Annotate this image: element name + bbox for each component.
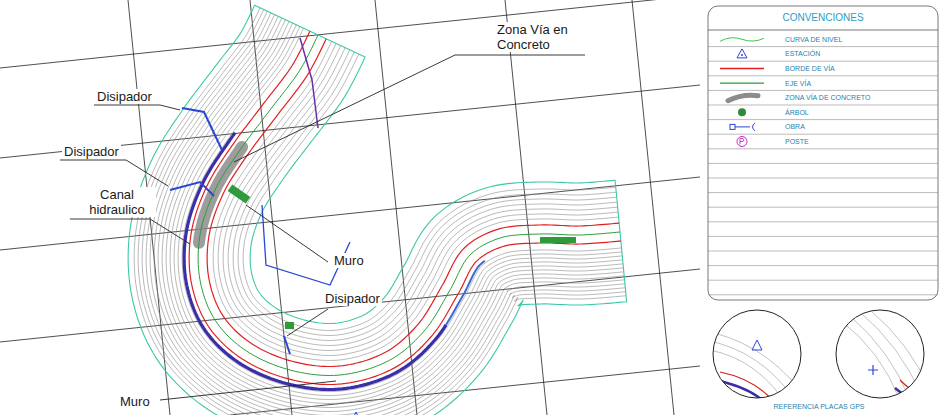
- callout-label: Disipador: [323, 291, 382, 306]
- contour-line: [158, 18, 624, 415]
- legend-row-line: [708, 178, 938, 179]
- survey-boundary: [128, 5, 626, 415]
- branch-road: [300, 38, 318, 128]
- contour-line: [154, 16, 624, 415]
- legend-swatch: [720, 68, 764, 69]
- legend-row-line: [708, 265, 938, 266]
- legend-text: ESTACIÓN: [785, 49, 820, 58]
- station-mark: [350, 412, 362, 415]
- road-axis: [198, 35, 620, 375]
- legend-row-line: [708, 294, 938, 295]
- dissipator-line: [182, 108, 222, 150]
- contour-line: [238, 52, 616, 335]
- legend-row-line: [708, 134, 938, 135]
- gps-detail: [840, 310, 930, 410]
- leader-lines: [60, 55, 585, 400]
- legend-heading: CONVENCIONES: [780, 12, 865, 24]
- dissipator-line: [170, 182, 214, 196]
- legend-row-line: [708, 163, 938, 164]
- legend-rows: [708, 38, 938, 295]
- contour-line: [233, 50, 617, 341]
- callout-label: Muro: [118, 394, 152, 409]
- legend-row-line: [708, 148, 938, 149]
- callout-label: Muro: [332, 253, 366, 268]
- callout-label: Disipador: [95, 89, 154, 104]
- legend-swatch: [737, 49, 747, 58]
- contour-lines: [134, 8, 626, 415]
- legend-row-line: [708, 90, 938, 91]
- hydraulic-canal: [184, 133, 446, 390]
- contour-line: [170, 23, 623, 403]
- contour-line: [213, 41, 618, 360]
- legend-swatch: [737, 137, 747, 147]
- legend-row-line: [708, 192, 938, 193]
- callout-label: Zona Vía en Concreto: [495, 22, 585, 52]
- legend-text: OBRA: [785, 122, 805, 131]
- legend-swatch: [728, 95, 758, 100]
- wall-mark: [228, 184, 251, 203]
- contour-line: [228, 48, 617, 346]
- legend-text: EJE VÍA: [785, 79, 811, 88]
- legend-row-line: [708, 280, 938, 281]
- road-edge: [207, 39, 619, 367]
- contour-line: [142, 11, 625, 415]
- contour-line: [138, 10, 626, 415]
- legend-row-line: [708, 61, 938, 62]
- legend-row-line: [708, 46, 938, 47]
- contour-line: [178, 27, 622, 396]
- wall-mark: [540, 237, 576, 243]
- contour-line: [218, 43, 618, 355]
- legend-text: CURVA DE NIVEL: [785, 35, 842, 44]
- legend-row-line: [708, 221, 938, 222]
- drain-line: [262, 205, 350, 285]
- legend-row-line: [708, 105, 938, 106]
- callout-label: Canal hidraulico: [78, 187, 156, 217]
- contour-line: [162, 20, 623, 412]
- legend-swatch: [720, 38, 764, 42]
- legend-row-line: [708, 251, 938, 252]
- hydraulic-canal: [446, 261, 485, 325]
- legend-row-line: [708, 75, 938, 76]
- legend-row-line: [708, 119, 938, 120]
- legend-row-line: [708, 207, 938, 208]
- legend-row-line: [708, 236, 938, 237]
- road-edge: [189, 31, 621, 384]
- callout-label: Disipador: [62, 144, 121, 159]
- contour-line: [182, 28, 621, 391]
- caption-label: REFERENCIA PLACAS GPS: [771, 402, 866, 411]
- legend-text: POSTE: [785, 137, 809, 146]
- contour-line: [243, 54, 616, 330]
- legend-text: ZONA VÍA DE CONCRETO: [785, 93, 870, 102]
- dissipator-line: [284, 336, 290, 354]
- gps-references: [700, 310, 930, 410]
- legend-swatch: [730, 123, 755, 131]
- contour-line: [134, 8, 626, 415]
- wall-mark: [285, 322, 294, 329]
- contour-line: [166, 21, 623, 407]
- legend-text: ÁRBOL: [785, 108, 809, 117]
- contour-line: [174, 25, 622, 400]
- coordinate-grid: [0, 0, 700, 415]
- legend-swatch: [720, 83, 764, 84]
- legend-panel: [708, 6, 938, 300]
- legend-swatch: [738, 108, 746, 116]
- legend-text: BORDE DE VÍA: [785, 64, 835, 73]
- terrain-group: [128, 5, 626, 415]
